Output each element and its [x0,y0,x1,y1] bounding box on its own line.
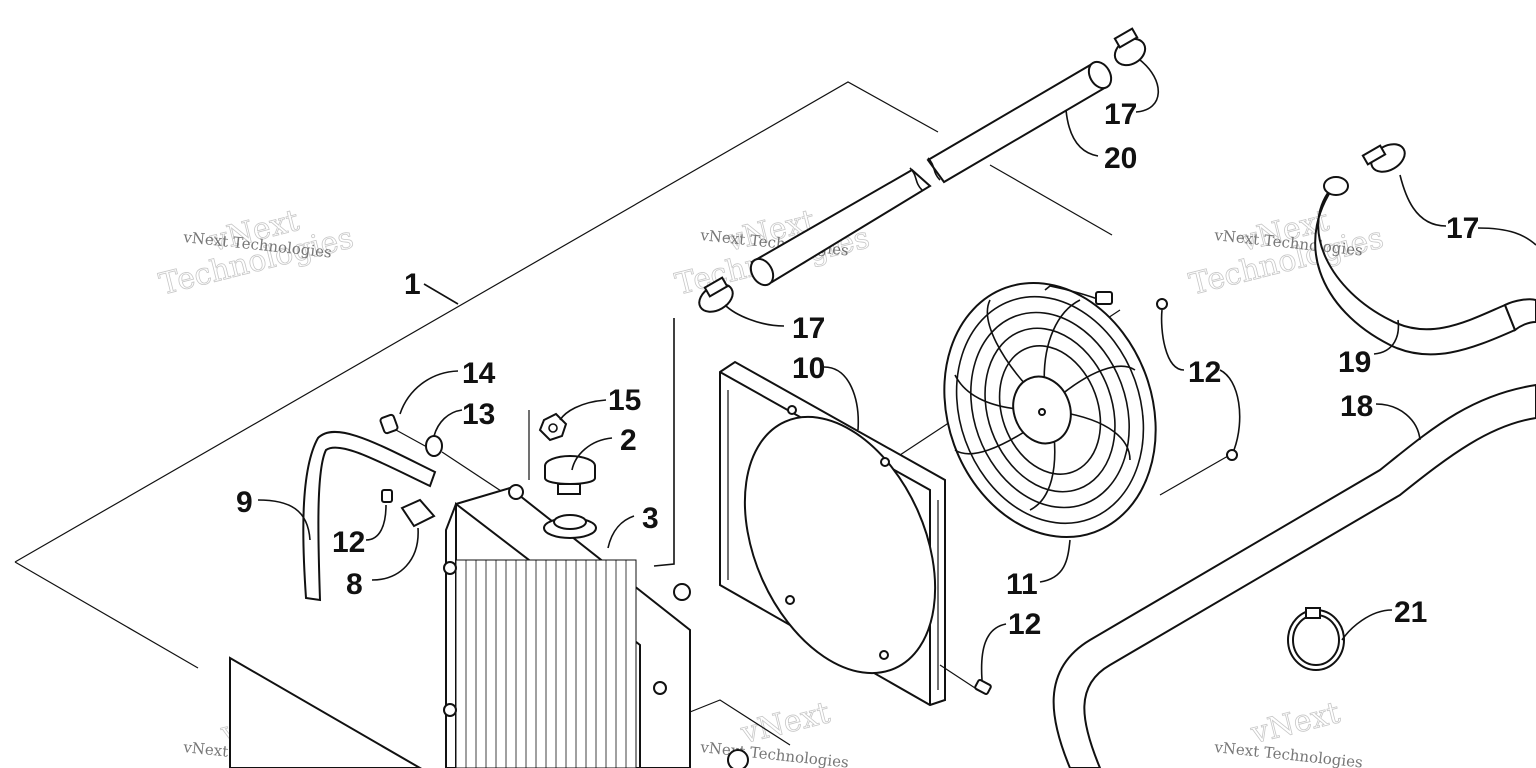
overflow-hose [302,430,437,602]
screw-12-bottom [974,679,992,695]
callout-8: 8 [346,568,363,601]
callout-14: 14 [462,357,496,390]
callout-2: 2 [620,424,637,457]
screw-12-left [381,489,393,503]
callout-17-left: 17 [792,312,825,345]
screw-12-top [1156,298,1168,310]
callout-19: 19 [1338,346,1371,379]
callout-17-right: 17 [1446,212,1479,245]
callout-3: 3 [642,502,659,535]
callout-11: 11 [1006,568,1038,601]
callout-18: 18 [1340,390,1373,423]
radiator-cap [544,455,596,495]
hose-19 [1314,176,1536,356]
hose-clamp-top [1113,27,1147,67]
callout-12-bottom: 12 [1008,608,1041,641]
hose-clamp-right [1361,143,1406,173]
callout-20: 20 [1104,142,1137,175]
hose-18 [1052,383,1536,768]
upper-hose [749,60,1113,287]
fan-shroud [719,309,1121,707]
callout-12-left: 12 [332,526,365,559]
callout-9: 9 [236,486,253,519]
callout-15: 15 [608,384,641,417]
callout-12-right: 12 [1188,356,1221,389]
clamp-21 [1287,607,1345,671]
side-panel [229,656,422,768]
cooling-fan [943,281,1157,539]
bracket-8 [400,498,436,528]
callout-17-top: 17 [1104,98,1137,131]
assembly-outline [14,81,1113,669]
lower-hose-stub [689,699,791,768]
callout-1: 1 [404,268,421,301]
callout-labels: 1 2 3 8 9 10 11 12 12 12 13 14 15 17 17 … [236,98,1479,641]
callout-13: 13 [462,398,495,431]
leader-lines [257,59,1536,681]
callout-10: 10 [792,352,825,385]
radiator [443,484,691,768]
screw-12-mid [1159,449,1238,496]
callout-21: 21 [1394,596,1427,629]
nut-15 [528,410,568,480]
hose-clamp-left [698,276,734,313]
radiator-core-fins [465,560,627,768]
